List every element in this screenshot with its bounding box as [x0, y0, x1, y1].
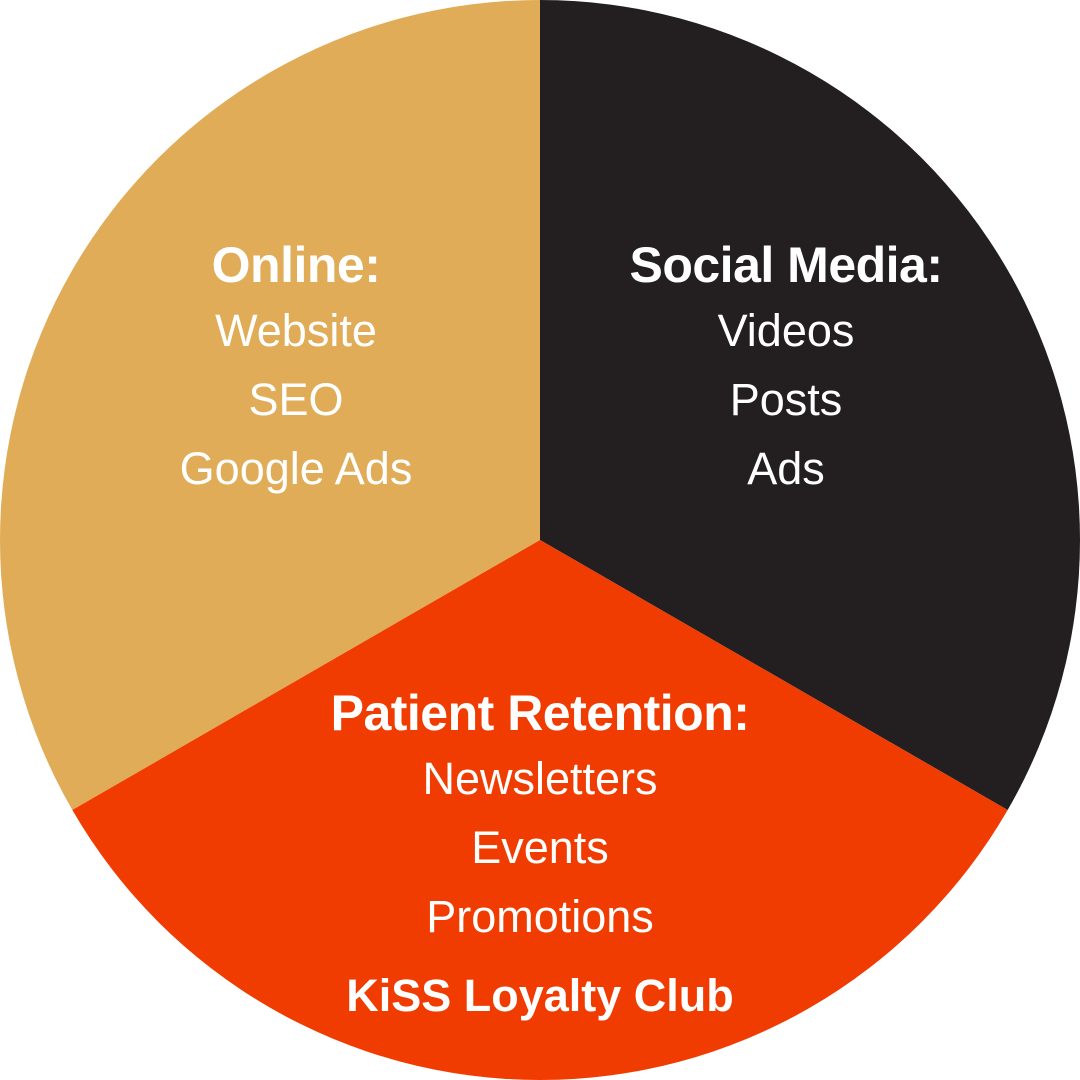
slice-social-media [540, 0, 1080, 810]
online-item-website: Website [215, 305, 377, 356]
social-media-label-group: Social Media: Videos Posts Ads [629, 234, 943, 503]
online-item-google-ads: Google Ads [179, 443, 413, 494]
patient-retention-label-group: Patient Retention: Newsletters Events Pr… [331, 682, 750, 1030]
patient-retention-item-newsletters: Newsletters [422, 753, 658, 804]
slice-online [0, 0, 541, 810]
social-media-heading: Social Media: [629, 237, 943, 293]
online-label-group: Online: Website SEO Google Ads [180, 234, 413, 503]
patient-retention-item-promotions: Promotions [426, 891, 654, 942]
social-media-item-ads: Ads [747, 443, 825, 494]
online-item-seo: SEO [248, 374, 344, 425]
patient-retention-item-events: Events [471, 822, 609, 873]
online-heading: Online: [211, 237, 381, 293]
social-media-item-videos: Videos [717, 305, 855, 356]
patient-retention-heading: Patient Retention: [330, 685, 750, 741]
patient-retention-item-loyalty-club: KiSS Loyalty Club [346, 970, 734, 1021]
social-media-item-posts: Posts [729, 374, 843, 425]
slice-patient-retention [72, 540, 1008, 1080]
